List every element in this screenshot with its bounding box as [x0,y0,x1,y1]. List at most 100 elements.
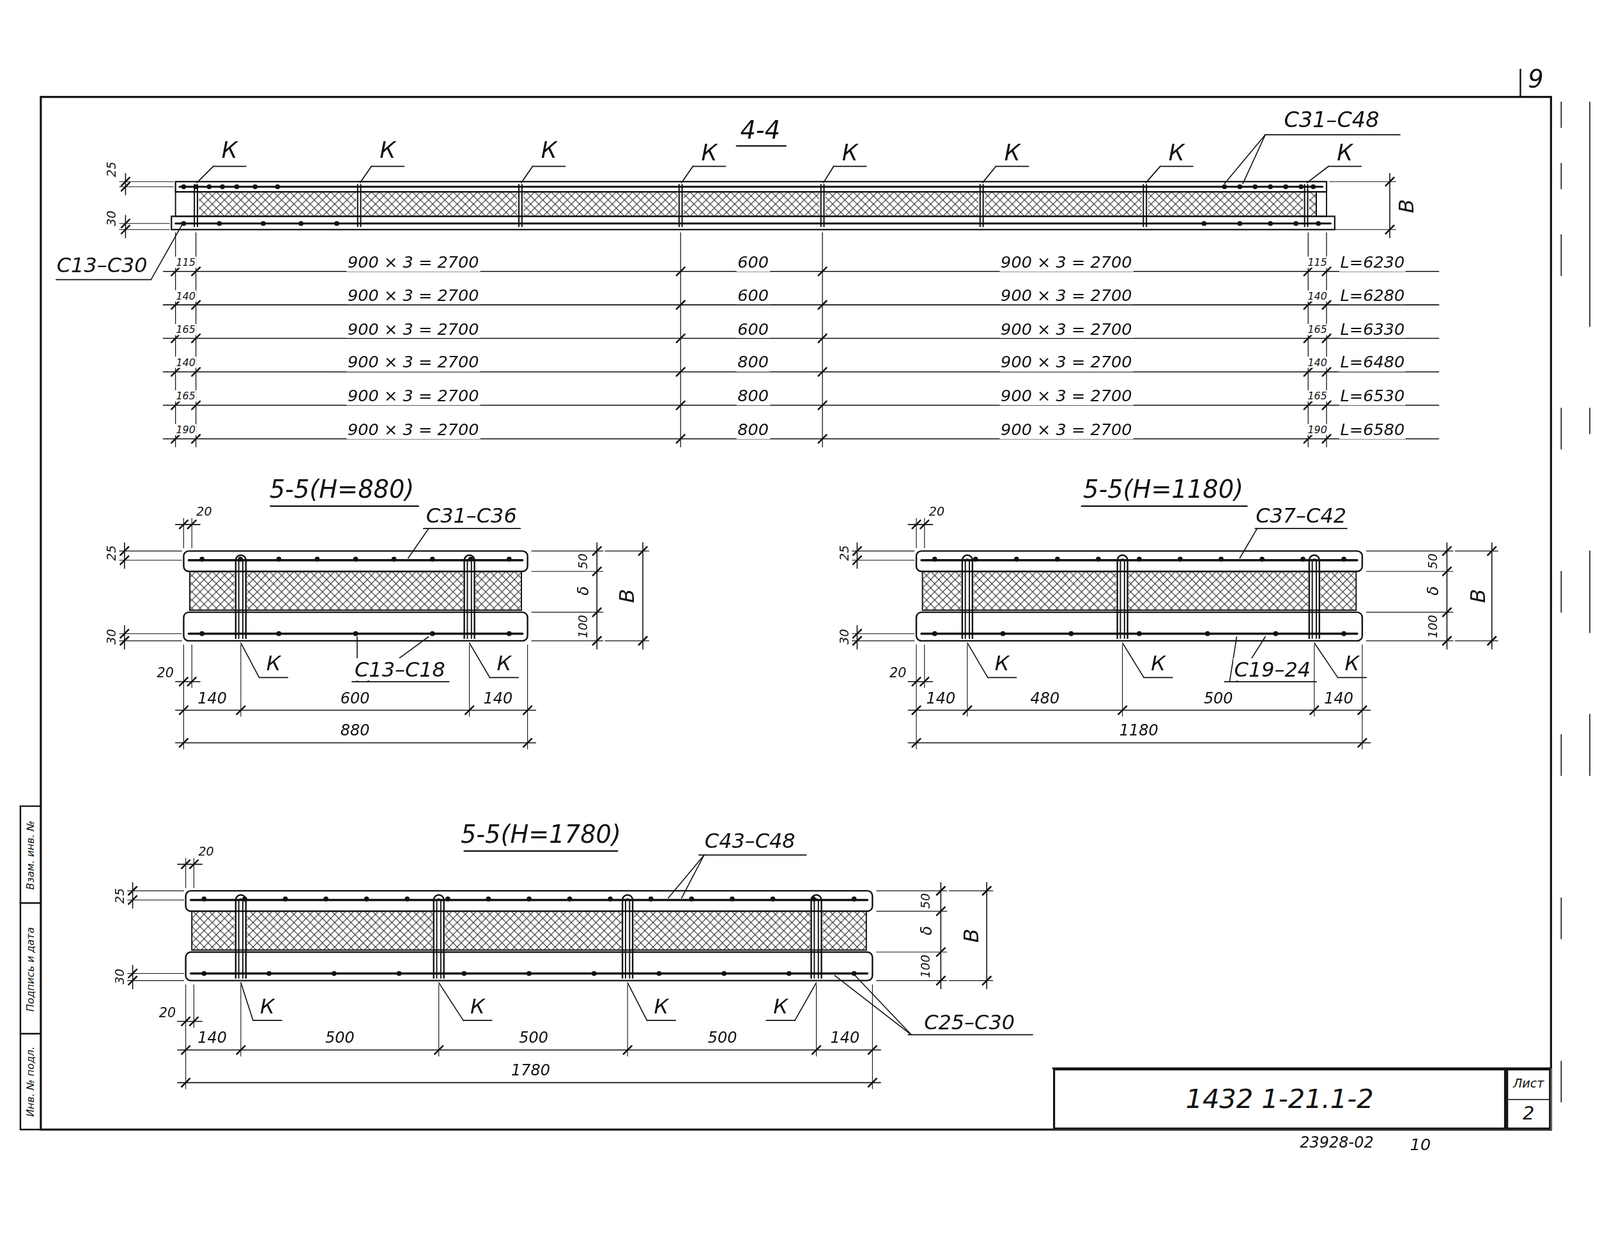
drawing-label: 1780 [509,1061,551,1079]
drawing-line [681,166,694,183]
drawing-line [1366,571,1454,572]
drawing-label: 23928-02 [1299,1134,1376,1151]
drawing-label: 5-5(Н=1180) [1081,476,1245,503]
drawing-line [185,984,186,1057]
drawing-label: 900 × 3 = 2700 [1000,253,1134,271]
drawing-line [526,896,532,902]
drawing-line [359,184,362,227]
drawing-line [1143,676,1173,678]
drawing-line [187,677,197,686]
drawing-line [464,555,475,639]
drawing-label: 165 [1306,323,1329,335]
drawing-label: 25 [105,160,119,179]
drawing-line [676,334,685,343]
drawing-line [932,631,938,637]
drawing-label: 9 [1527,65,1546,93]
drawing-line [132,882,134,908]
drawing-line [823,184,825,227]
drawing-label: 480 [1029,690,1061,708]
drawing-line [119,559,182,561]
drawing-line [833,165,867,167]
drawing-line [486,896,492,902]
drawing-line [1205,631,1211,637]
drawing-line [175,742,537,744]
drawing-line [1304,184,1306,227]
drawing-label: С31–С48 [1283,108,1381,133]
drawing-label: 900 × 3 = 2700 [1000,387,1134,406]
drawing-label: С13–С18 [353,658,447,681]
drawing-line [396,971,402,977]
drawing-line [506,556,512,562]
drawing-line [1014,556,1020,562]
drawing-label: В [1466,587,1489,604]
drawing-line [851,633,914,634]
drawing-label: 20 [157,1005,177,1021]
drawing-line [1304,300,1313,310]
drawing-line [531,571,604,572]
drawing-line [430,631,436,637]
drawing-line [823,166,834,183]
drawing-line [1322,401,1331,410]
drawing-line [982,166,997,183]
drawing-line [1322,267,1331,276]
drawing-line [240,984,241,1057]
drawing-line [123,625,126,650]
drawing-line [185,952,873,981]
drawing-line [56,279,152,281]
drawing-line [207,184,213,190]
drawing-line [766,1019,795,1022]
drawing-line [185,890,873,912]
drawing-label: 115 [175,256,197,269]
drawing-line [253,1019,282,1022]
drawing-label: С43–С48 [703,829,797,852]
drawing-label: 10 [1408,1136,1432,1154]
drawing-line [175,709,537,712]
drawing-line [191,334,200,343]
drawing-label: 600 [736,320,770,339]
drawing-label: 190 [1306,424,1329,436]
drawing-line [217,221,223,227]
drawing-line [123,543,126,569]
drawing-line [1259,556,1265,562]
drawing-label: 20 [888,666,908,682]
drawing-line [181,184,187,190]
drawing-line [526,971,532,977]
drawing-line [627,982,647,1021]
drawing-line [177,1021,202,1023]
title-block-cell: 1432 1-21.1-2 [1053,1068,1507,1130]
drawing-label: К [469,994,486,1018]
drawing-line [531,640,604,641]
drawing-line [965,559,970,639]
drawing-line [1366,612,1454,613]
drawing-label: 30 [113,967,128,986]
drawing-line [20,1033,41,1035]
drawing-label: 50 [576,552,591,571]
drawing-line [469,642,491,678]
drawing-label: 25 [113,886,128,905]
drawing-line [20,902,41,904]
drawing-line [1160,165,1193,167]
drawing-line [331,971,337,977]
drawing-line [1221,184,1227,190]
drawing-label: 20 [927,505,946,519]
drawing-line [119,550,182,552]
drawing-line [1561,408,1563,450]
drawing-line [371,165,404,167]
drawing-label: К [539,138,558,164]
drawing-line [948,980,993,981]
drawing-label: L=6330 [1339,320,1406,339]
drawing-line [1315,221,1321,227]
drawing-line [125,173,127,195]
drawing-line [464,850,618,852]
drawing-line [1366,640,1454,641]
drawing-line [851,559,914,561]
drawing-line [506,631,512,637]
drawing-line [872,1056,873,1089]
drawing-line [323,896,329,902]
drawing-line [1341,556,1347,562]
drawing-line [642,543,644,650]
drawing-line [1446,543,1448,650]
drawing-label: 140 [1306,357,1329,369]
drawing-label: 140 [175,357,197,369]
